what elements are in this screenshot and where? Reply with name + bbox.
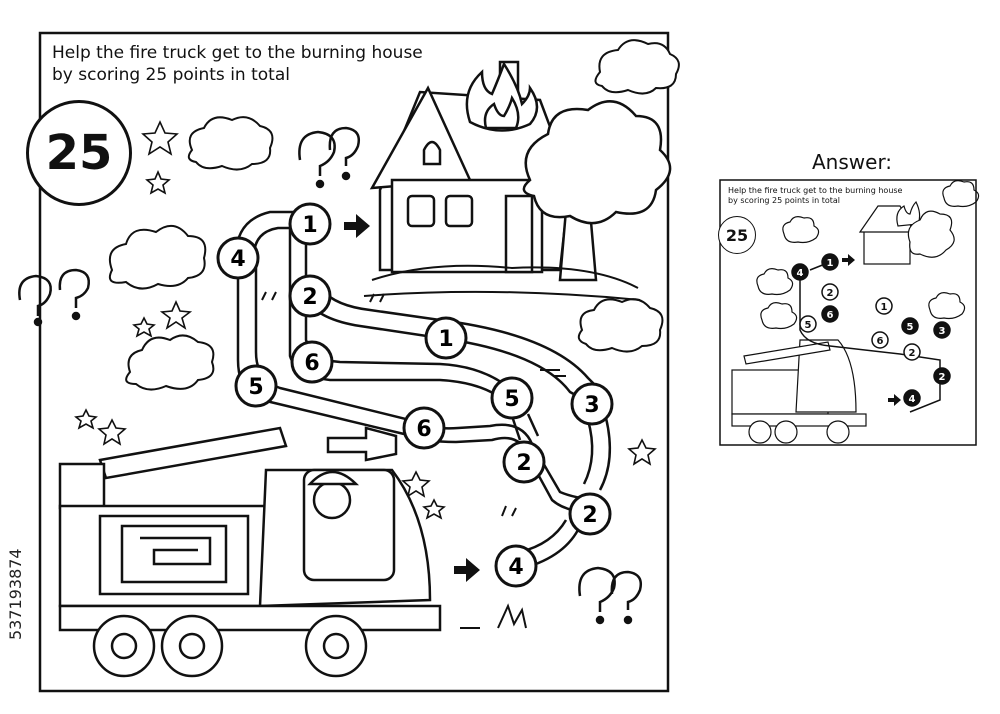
answer-instruction-line-1: Help the fire truck get to the burning h… [728, 186, 903, 195]
answer-instruction-line-2: by scoring 25 points in total [728, 196, 840, 205]
maze-node-label: 2 [582, 503, 597, 528]
svg-text:3: 3 [939, 326, 946, 337]
answer-node: 5 [799, 315, 817, 333]
maze-node-n1b[interactable]: 1 [424, 316, 468, 360]
fire-truck-icon [731, 339, 867, 444]
maze-node-n5b[interactable]: 5 [490, 376, 534, 420]
cloud-icon [756, 180, 980, 330]
question-mark-icon [298, 126, 360, 189]
maze-node-label: 1 [438, 327, 453, 352]
answer-node: 6 [871, 331, 889, 349]
svg-text:1: 1 [827, 258, 834, 269]
maze-node-n6b[interactable]: 6 [402, 406, 446, 450]
instruction-line-1: Help the fire truck get to the burning h… [52, 43, 423, 63]
svg-text:2: 2 [827, 288, 834, 299]
answer-node: 3 [933, 321, 951, 339]
svg-text:4: 4 [797, 268, 804, 279]
maze-node-n2b[interactable]: 2 [502, 440, 546, 484]
svg-text:2: 2 [909, 348, 916, 359]
watermark-id: 537193874 [6, 548, 25, 640]
fire-icon [465, 61, 539, 132]
instruction-line-2: by scoring 25 points in total [52, 65, 290, 85]
maze-node-label: 6 [416, 417, 431, 442]
target-score-badge: 25 [26, 100, 132, 206]
svg-text:6: 6 [827, 310, 834, 321]
house-icon [369, 60, 572, 274]
maze-node-n5a[interactable]: 5 [234, 364, 278, 408]
svg-text:5: 5 [805, 320, 812, 331]
maze-node-n4[interactable]: 4 [216, 236, 260, 280]
maze-node-label: 6 [304, 351, 319, 376]
answer-node: 2 [821, 283, 839, 301]
svg-text:5: 5 [907, 322, 914, 333]
answer-node: 4 [791, 263, 809, 281]
tree-icon [907, 210, 955, 258]
maze-node-label: 5 [248, 375, 263, 400]
maze-node-label: 2 [516, 451, 531, 476]
maze-node-n3[interactable]: 3 [570, 382, 614, 426]
answer-node: 2 [933, 367, 951, 385]
maze-node-label: 2 [302, 285, 317, 310]
cloud-icon [108, 225, 207, 290]
maze-node-label: 1 [302, 213, 317, 238]
tree-icon [522, 100, 672, 282]
answer-node: 6 [821, 305, 839, 323]
maze-node-label: 3 [584, 393, 599, 418]
cloud-icon [594, 39, 680, 95]
question-mark-icon [18, 268, 90, 327]
svg-text:6: 6 [877, 336, 884, 347]
svg-text:4: 4 [909, 394, 916, 405]
arrow-right-icon [344, 214, 370, 238]
maze-node-label: 4 [230, 247, 245, 272]
maze-node-n1[interactable]: 1 [288, 202, 332, 246]
answer-node: 5 [901, 317, 919, 335]
grass-icon [371, 264, 639, 289]
answer-instructions: Help the fire truck get to the burning h… [728, 186, 968, 206]
arrow-right-icon [454, 558, 480, 582]
fire-truck-icon [58, 426, 442, 678]
cloud-icon [577, 298, 664, 353]
svg-text:2: 2 [939, 372, 946, 383]
answer-node: 2 [903, 343, 921, 361]
answer-node: 1 [875, 297, 893, 315]
maze-node-n6a[interactable]: 6 [290, 340, 334, 384]
grass-icon [261, 291, 566, 629]
arrow-right-icon [888, 394, 901, 406]
answer-frame [719, 179, 977, 446]
answer-node: 4 [903, 389, 921, 407]
cloud-icon [125, 334, 215, 391]
star-icon [74, 120, 657, 520]
answer-target-badge: 25 [718, 216, 756, 254]
question-mark-icon [578, 566, 642, 625]
maze-node-n2a[interactable]: 2 [288, 274, 332, 318]
maze-node-label: 4 [508, 555, 523, 580]
cloud-icon [187, 116, 274, 171]
maze-node-n2c[interactable]: 2 [568, 492, 612, 536]
maze-node-label: 5 [504, 387, 519, 412]
fire-icon [896, 200, 921, 227]
answer-node: 1 [821, 253, 839, 271]
instructions: Help the fire truck get to the burning h… [52, 42, 492, 86]
svg-text:1: 1 [881, 302, 888, 313]
arrow-right-icon [842, 254, 855, 266]
answer-title: Answer: [812, 150, 893, 174]
maze-node-n4b[interactable]: 4 [494, 544, 538, 588]
puzzle-frame [38, 31, 670, 693]
